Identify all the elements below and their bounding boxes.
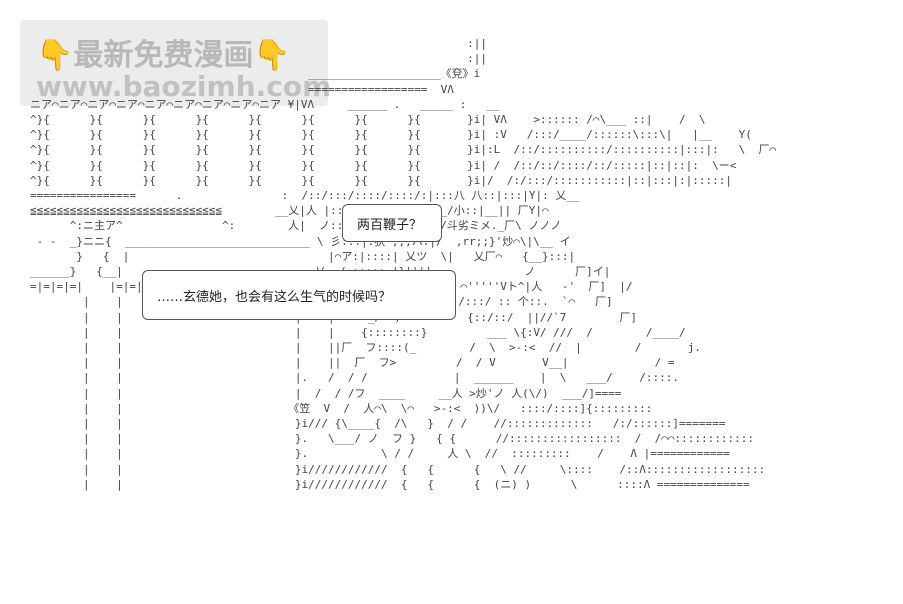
art-line: :||	[30, 37, 487, 50]
art-line: ^}{ }{ }{ }{ }{ }{ }{ }{ }i|/ /:/:::/:::…	[30, 173, 732, 187]
art-line: ____________________《兗》i	[30, 67, 481, 81]
art-line: ^}{ }{ }{ }{ }{ }{ }{ }{ }i|:L /::/:::::…	[30, 143, 777, 157]
art-line: | | | / / /フ ____ __人 >炒'ノ 人(\/) ___/]==…	[30, 386, 622, 400]
art-line: | | |. / / / | ______ | \ ___/ /::::.	[30, 371, 680, 385]
art-line: | | | | {::::::::} ___ \{:V/ /// / /____…	[30, 325, 686, 339]
art-line: | | }i//////////// { { { (ニ) ) \ ::::Λ =…	[30, 477, 750, 491]
art-line: | | }. \___/ ノ フ } { { //:::::::::::::::…	[30, 432, 754, 446]
pointing-hand-icon: 👇	[253, 38, 291, 73]
art-line: ^}{ }{ }{ }{ }{ }{ }{ }{ }i| VΛ >:::::: …	[30, 113, 706, 127]
art-line: ^:ニ主ア^ ^: 人| ノ:::| 斗劣ミト|:::|/斗劣ミメ._厂\ ノノ…	[30, 219, 562, 233]
art-line: | | 《笠 V / 人⌒\ \⌒ >-:< ))\/ ::::/::::]{:…	[30, 401, 653, 415]
art-line: | | }i/// {\____{ /\ } / / //:::::::::::…	[30, 417, 726, 431]
art-line: | | }. \ / / 人 \ // ::::::::: / Λ |=====…	[30, 447, 730, 461]
pointing-hand-icon: 👇	[36, 38, 74, 73]
watermark: 👇最新免费漫画👇 www.baozimh.com	[20, 20, 332, 106]
speech-bubble-2: ……玄德她，也会有这么生气的时候吗？	[142, 270, 456, 320]
art-line: - - _}ニニ{ ____________________________ \…	[30, 234, 571, 248]
speech-text-1: 两百鞭子？	[357, 217, 423, 233]
art-line: | | | || 厂 フ> / / V V__| / =	[30, 356, 675, 370]
art-line: ^}{ }{ }{ }{ }{ }{ }{ }{ }i| :V /:::/___…	[30, 128, 752, 142]
art-line: ≦≦≦≦≦≦≦≦≦≦≦≦≦≦≦≦≦≦≦≦≦≦≦≦≦≦≦≦≦ __乂|人 |:::…	[30, 204, 549, 218]
art-line: ニア⌒ニア⌒ニア⌒ニア⌒ニア⌒ニア⌒ニア⌒ニア⌒ニア ¥|VΛ ______ .…	[30, 97, 500, 111]
watermark-url: www.baozimh.com	[36, 70, 332, 103]
art-line: } { | |⌒ア:|::::| 乂ツ \| 乂厂⌒ {__}:::|	[30, 249, 576, 263]
art-line: ================ . : /::/:::/::::/::::/:…	[30, 189, 580, 203]
speech-bubble-1: 两百鞭子？	[342, 204, 442, 242]
watermark-title: 最新免费漫画	[73, 38, 254, 73]
art-line: | | | ||厂 フ::::(_ / \ >-:< // | / j.	[30, 341, 702, 355]
ascii-art-illustration: :|| :|| ____________________《兗》i =======…	[30, 36, 776, 492]
art-line: :||	[30, 52, 487, 66]
art-line: ^}{ }{ }{ }{ }{ }{ }{ }{ }i| / /::/::/::…	[30, 158, 737, 172]
art-line: | | }i//////////// { { { \ // \:::: /::Λ…	[30, 462, 766, 476]
speech-text-2: ……玄德她，也会有这么生气的时候吗？	[157, 289, 392, 305]
art-line: ================== VΛ	[30, 82, 454, 96]
